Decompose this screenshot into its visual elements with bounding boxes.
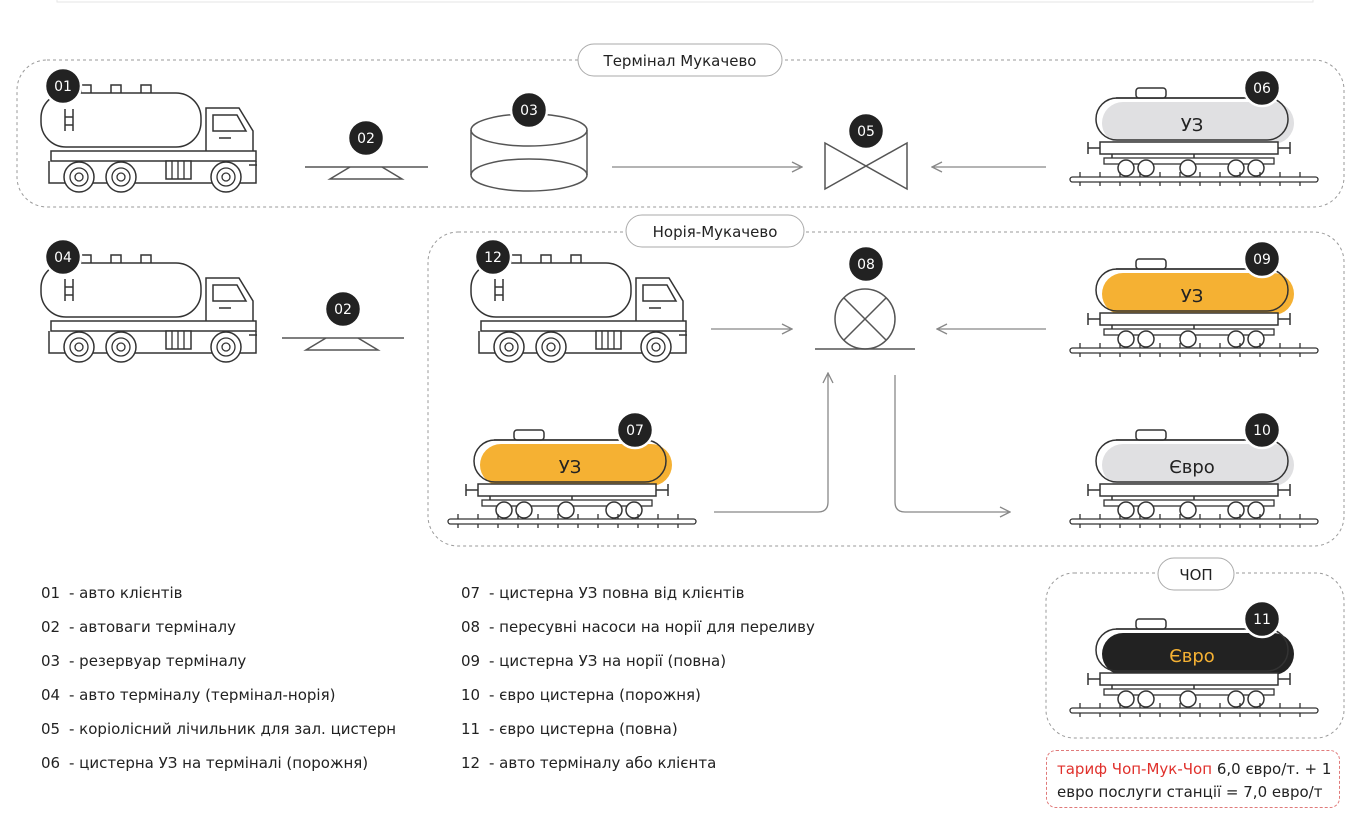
svg-text:04: 04 (54, 250, 72, 266)
tariff-line-1: тариф Чоп-Мук-Чоп 6,0 євро/т. + 1 (1057, 760, 1332, 778)
svg-text:09: 09 (1253, 252, 1271, 268)
svg-text:ЧОП: ЧОП (1179, 566, 1212, 584)
terminal-group-border (16, 59, 1345, 208)
railcar-07: УЗ (447, 429, 697, 529)
badge-05: 05 (846, 111, 886, 151)
svg-text:Євро: Євро (1169, 646, 1215, 667)
svg-text:УЗ: УЗ (1181, 115, 1204, 136)
railcar-10: Євро (1069, 429, 1319, 529)
svg-text:Євро: Євро (1169, 457, 1215, 478)
badge-02: 02 (346, 118, 386, 158)
svg-text:02: 02 (357, 131, 375, 147)
legend-item: 06- цистерна УЗ на терміналі (порожня) (41, 754, 369, 772)
svg-text:05: 05 (857, 124, 875, 140)
svg-text:03: 03 (520, 103, 538, 119)
valve-meter-icon (824, 141, 908, 191)
svg-text:Норія-Мукачево: Норія-Мукачево (653, 223, 778, 241)
badge-04: 04 (43, 237, 83, 277)
badge-11: 11 (1242, 599, 1282, 639)
legend-item: 12- авто терміналу або клієнта (461, 754, 717, 772)
legend-item: 01- авто клієнтів (41, 584, 183, 602)
pump-icon (815, 288, 915, 350)
badge-07: 07 (615, 410, 655, 450)
noria-group-label: Норія-Мукачево (625, 214, 805, 248)
svg-text:12: 12 (484, 250, 502, 266)
legend-item: 02- автоваги терміналу (41, 618, 236, 636)
svg-text:06: 06 (1253, 81, 1271, 97)
tariff-line-2: евро послуги станції = 7,0 евро/т (1057, 783, 1323, 801)
badge-09: 09 (1242, 239, 1282, 279)
badge-08: 08 (846, 244, 886, 284)
legend-item: 07- цистерна УЗ повна від клієнтів (461, 584, 745, 602)
svg-text:11: 11 (1253, 612, 1271, 628)
railcar-11: Євро (1069, 618, 1319, 718)
arrow-railcar07-to-pump (714, 373, 828, 513)
badge-12: 12 (473, 237, 513, 277)
legend-item: 05- коріолісний лічильник для зал. цисте… (41, 720, 397, 738)
terminal-group-label: Термінал Мукачево (577, 43, 783, 77)
legend-item: 11- євро цистерна (повна) (461, 720, 678, 738)
badge-01: 01 (43, 66, 83, 106)
svg-text:УЗ: УЗ (1181, 286, 1204, 307)
tariff-note: тариф Чоп-Мук-Чоп 6,0 євро/т. + 1 евро п… (1046, 750, 1340, 808)
badge-10: 10 (1242, 410, 1282, 450)
svg-text:01: 01 (54, 79, 72, 95)
svg-text:10: 10 (1253, 423, 1271, 439)
legend-item: 04- авто терміналу (термінал-норія) (41, 686, 336, 704)
legend-item: 03- резервуар терміналу (41, 652, 247, 670)
badge-03: 03 (509, 90, 549, 130)
badge-06: 06 (1242, 68, 1282, 108)
chop-group-label: ЧОП (1157, 557, 1235, 591)
top-bar (56, 0, 1314, 3)
svg-text:Термінал Мукачево: Термінал Мукачево (603, 52, 757, 70)
legend-item: 10- євро цистерна (порожня) (461, 686, 701, 704)
svg-text:07: 07 (626, 423, 644, 439)
arrow-pump-to-euro (894, 375, 1010, 512)
legend-item: 08- пересувні насоси на норії для перели… (461, 618, 815, 636)
reservoir-icon (470, 113, 588, 192)
noria-group-border (427, 231, 1345, 547)
legend-item: 09- цистерна УЗ на норії (повна) (461, 652, 727, 670)
svg-text:02: 02 (334, 302, 352, 318)
badge-02-second: 02 (323, 289, 363, 329)
railcar-09: УЗ (1069, 258, 1319, 358)
scale-icon-2 (282, 337, 404, 351)
scale-icon (305, 166, 428, 180)
svg-text:УЗ: УЗ (559, 457, 582, 478)
railcar-06: УЗ (1069, 87, 1319, 187)
svg-text:08: 08 (857, 257, 875, 273)
